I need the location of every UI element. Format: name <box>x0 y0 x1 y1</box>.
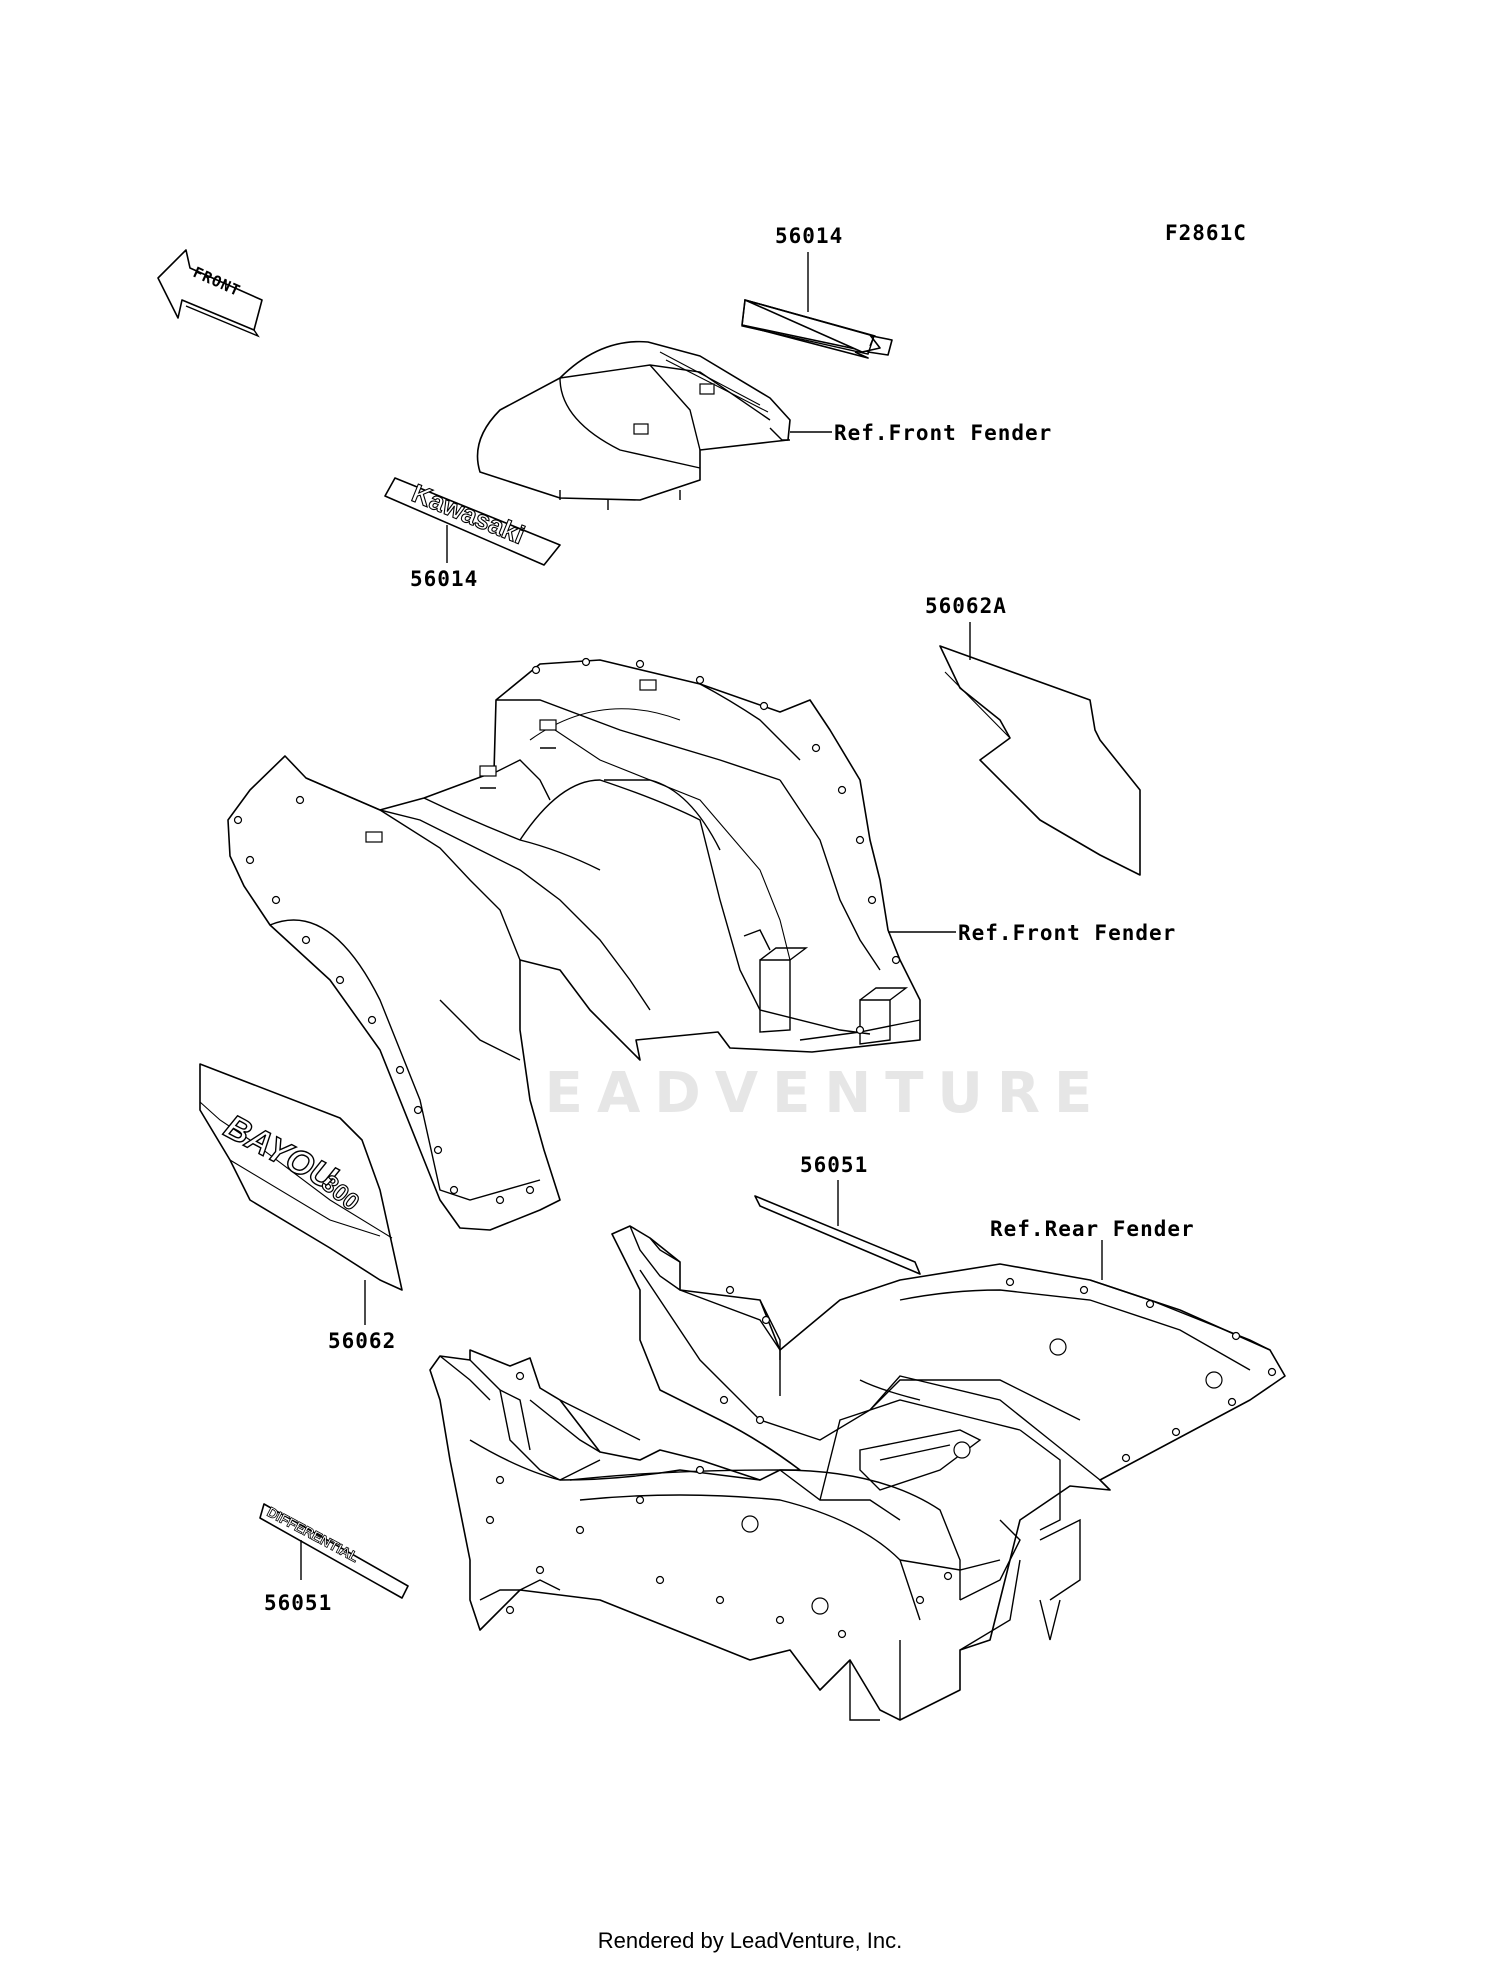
callout-56062A: 56062A <box>925 594 1007 618</box>
ref-front-fender-lower: Ref.Front Fender <box>958 921 1176 945</box>
differential-decal-text: DIFFERENTIAL <box>265 1504 362 1566</box>
rear-stripe-decal <box>754 1195 921 1275</box>
callout-56051-differential: 56051 <box>264 1591 332 1615</box>
figure-code: F2861C <box>1165 221 1247 245</box>
callout-56014-kawasaki: 56014 <box>410 567 478 591</box>
rear-fender <box>429 1225 1286 1721</box>
callout-56014-top: 56014 <box>775 224 843 248</box>
differential-decal: DIFFERENTIAL <box>259 1503 409 1599</box>
kawasaki-decal: Kawasaki <box>384 477 561 566</box>
callout-56051-top: 56051 <box>800 1153 868 1177</box>
front-fender-main <box>227 657 921 1231</box>
top-stripe-decal <box>741 299 893 359</box>
footer-credit: Rendered by LeadVenture, Inc. <box>597 1928 903 1953</box>
front-fender-top-piece <box>476 340 791 510</box>
ref-front-fender-upper: Ref.Front Fender <box>834 421 1052 445</box>
ref-rear-fender: Ref.Rear Fender <box>990 1217 1195 1241</box>
watermark: LEADVENTURE <box>495 1061 1106 1126</box>
side-decal-right <box>939 645 1141 876</box>
bayou-decal: BAYOU 300 <box>199 1063 403 1291</box>
callout-56062: 56062 <box>328 1329 396 1353</box>
front-arrow-icon: FRONT <box>157 249 263 338</box>
